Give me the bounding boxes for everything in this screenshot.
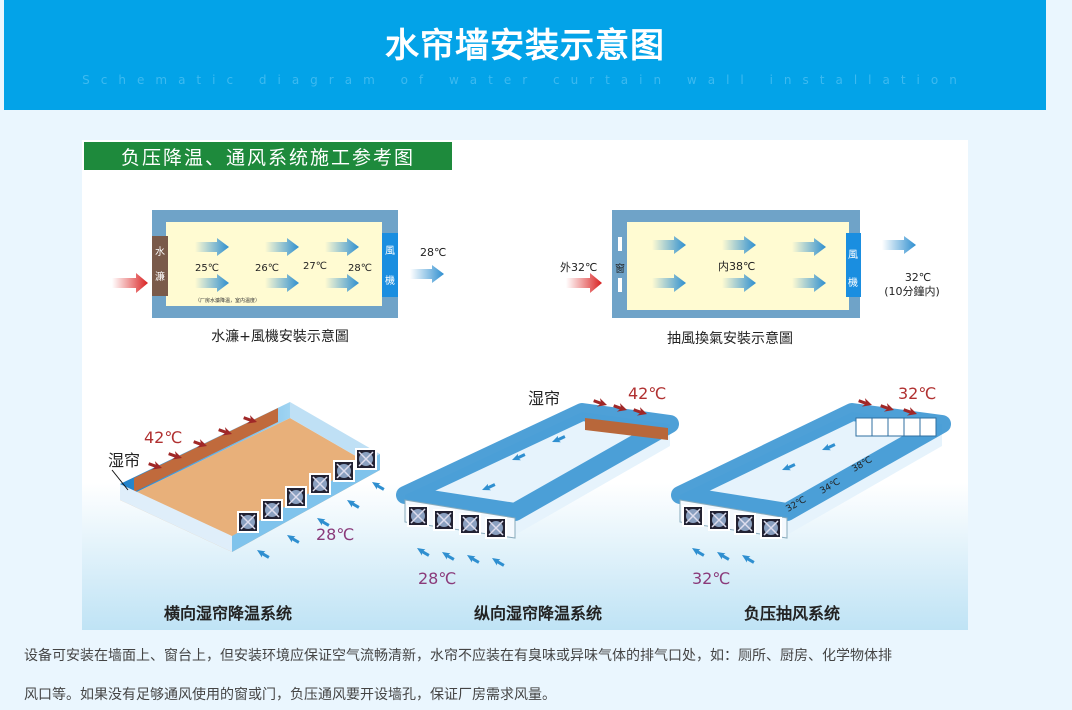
window-label: 窗 [615, 262, 625, 275]
temp-label: 27℃ [303, 261, 327, 272]
caption: 负压抽风系统 [744, 604, 840, 623]
windows [855, 417, 937, 437]
out-temp: 28℃ [418, 569, 456, 588]
banner-title: 负压降温、通风系统施工参考图 [121, 147, 415, 169]
pad-label: 湿帘 [108, 451, 140, 470]
page-header: 水帘墙安装示意图 Schematic diagram of water curt… [4, 0, 1046, 110]
diagram-svg: 负压降温、通风系统施工参考图 水 濂 風 機 25℃ 26℃ 27℃ 28℃ 2… [82, 140, 968, 630]
out-temp: 28℃ [316, 525, 354, 544]
page-title: 水帘墙安装示意图 [385, 26, 665, 66]
svg-text:機: 機 [848, 276, 858, 289]
svg-text:水: 水 [155, 246, 165, 258]
caption: 水濂+風機安裝示意圖 [211, 328, 349, 345]
cooling-pad [585, 418, 668, 440]
svg-text:濂: 濂 [155, 270, 165, 283]
exhaust-fan-system: 32℃ 34℃ 38℃ 32℃ 32℃ 负压抽风系统 [671, 384, 951, 623]
banner [84, 142, 452, 170]
inside-temp: 内38℃ [718, 259, 755, 273]
installation-diagram: 负压降温、通风系统施工参考图 水 濂 風 機 25℃ 26℃ 27℃ 28℃ 2… [82, 140, 968, 630]
water-curtain-fan-diagram: 水 濂 風 機 25℃ 26℃ 27℃ 28℃ 28℃ （厂房水濂降温，室内温度… [112, 210, 446, 345]
caption: 横向湿帘降温系统 [164, 604, 292, 623]
fan-unit [846, 233, 861, 297]
note: （厂房水濂降温，室内温度） [195, 297, 260, 304]
description-line-2: 风口等。如果没有足够通风使用的窗或门，负压通风要开设墙孔，保证厂房需求风量。 [24, 687, 556, 703]
temp-label: 25℃ [195, 263, 219, 274]
temp-label: 26℃ [255, 263, 279, 274]
water-curtain [152, 236, 168, 296]
caption: 纵向湿帘降温系统 [474, 604, 602, 623]
svg-text:風: 風 [848, 249, 858, 261]
exit-note: (10分鐘内) [884, 284, 940, 298]
out-temp: 32℃ [692, 569, 730, 588]
in-temp: 42℃ [628, 384, 666, 403]
in-temp: 32℃ [898, 384, 936, 403]
outside-temp: 外32℃ [560, 261, 597, 274]
horizontal-pad-system: 湿帘 42℃ 28℃ 横向湿帘降温系统 [108, 402, 386, 623]
cooling-pad [134, 408, 278, 492]
caption: 抽風換氣安裝示意圖 [667, 330, 793, 347]
in-temp: 42℃ [144, 428, 182, 447]
fan-unit [382, 233, 398, 297]
outside-temp: 28℃ [420, 246, 446, 259]
exit-temp: 32℃ [905, 271, 931, 284]
description-line-1: 设备可安装在墙面上、窗台上，但安装环境应保证空气流畅清新，水帘不应装在有臭味或异… [24, 648, 892, 664]
svg-text:風: 風 [385, 245, 395, 257]
pad-label: 湿帘 [528, 389, 560, 408]
svg-text:機: 機 [385, 274, 395, 287]
exhaust-ventilation-diagram: 風 機 窗 外32℃ 内38℃ 32℃ (10分鐘内) 抽風換氣安裝示意圖 [560, 210, 940, 347]
longitudinal-pad-system: 湿帘 42℃ 28℃ 纵向湿帘降温系统 [396, 384, 679, 623]
temp-label: 28℃ [348, 263, 372, 274]
page-subtitle: Schematic diagram of water curtain wall … [82, 73, 968, 87]
